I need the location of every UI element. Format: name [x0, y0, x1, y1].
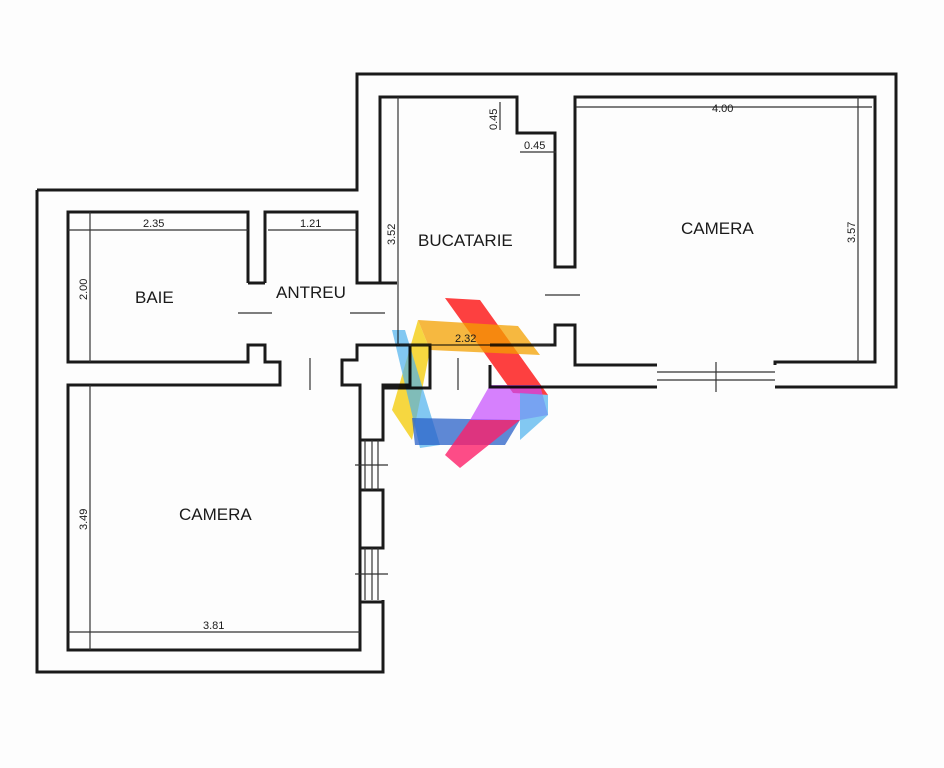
logo-shape-cyan: [520, 393, 548, 440]
logo-shape-orange: [418, 320, 540, 355]
room-label-bucatarie: BUCATARIE: [418, 231, 513, 250]
dim-bucatarie-width: 2.32: [455, 333, 476, 345]
dimension-labels: 2.35 1.21 2.00 3.52 0.45 0.45 4.00 3.57 …: [78, 103, 858, 632]
dim-camera-left-height: 3.49: [78, 509, 90, 530]
room-label-camera-left: CAMERA: [179, 505, 252, 524]
dim-camera-right-height: 3.57: [846, 222, 858, 243]
room-label-camera-right: CAMERA: [681, 219, 754, 238]
windows: [355, 362, 775, 600]
door-marks: [238, 294, 580, 390]
watermark-logo: [392, 298, 548, 468]
logo-shape-pink: [445, 420, 520, 468]
dim-bucatarie-height: 3.52: [386, 224, 398, 245]
room-label-baie: BAIE: [135, 288, 174, 307]
dim-baie-height: 2.00: [78, 279, 90, 300]
room-label-antreu: ANTREU: [276, 283, 346, 302]
room-labels: BAIE ANTREU BUCATARIE CAMERA CAMERA: [135, 219, 754, 524]
dim-niche-vertical: 0.45: [488, 109, 500, 130]
dim-baie-width: 2.35: [143, 218, 164, 230]
dim-niche-horizontal: 0.45: [524, 140, 545, 152]
dim-antreu-width: 1.21: [300, 218, 321, 230]
dim-camera-left-width: 3.81: [203, 620, 224, 632]
dim-camera-right-width: 4.00: [712, 103, 733, 115]
